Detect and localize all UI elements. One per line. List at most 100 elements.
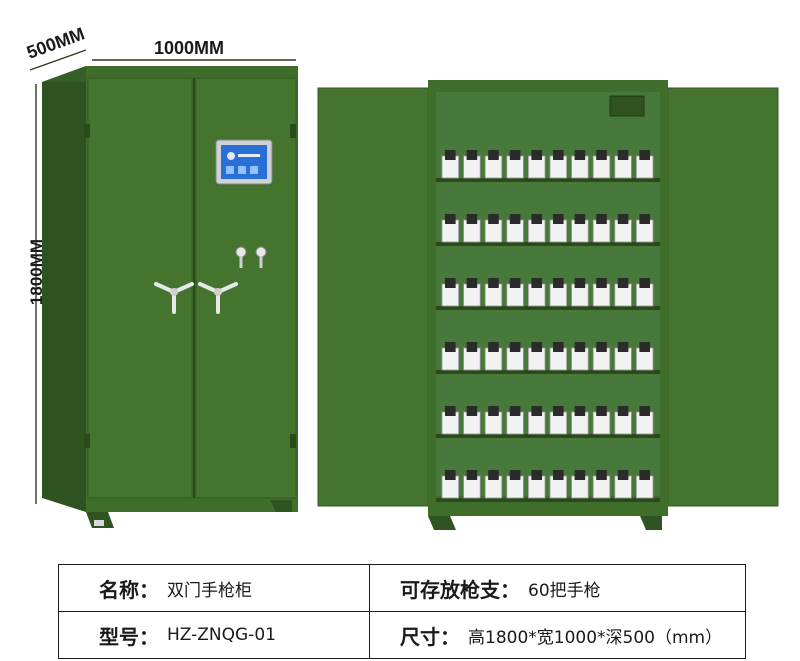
interior-control-box: [609, 95, 645, 117]
pistol-grip: [596, 406, 607, 416]
pistol-grip: [639, 406, 650, 416]
pistol-grip: [466, 342, 478, 352]
pistol-grip: [553, 214, 564, 224]
pistol-grip: [639, 150, 650, 160]
pistol-grip: [574, 342, 586, 352]
spec-cell-capacity: 可存放枪支： 60把手枪: [369, 564, 746, 612]
screen-text-line: [238, 154, 260, 157]
pistol-grip: [509, 342, 521, 352]
pistol-grip: [466, 150, 478, 160]
shelf: [436, 306, 660, 310]
pistol-grip: [509, 406, 521, 416]
shelf: [436, 498, 660, 502]
spec-row: 型号： HZ-ZNQG-01 尺寸： 高1800*宽1000*深500（mm）: [58, 611, 746, 659]
screen-tile-2: [238, 166, 246, 174]
pistol-grip: [445, 150, 456, 160]
pistol-grip: [617, 214, 629, 224]
pistol-grip: [531, 214, 542, 224]
pistol-grip: [445, 342, 456, 352]
pistol-grip: [531, 278, 542, 288]
open-cabinet-foot-left: [428, 516, 456, 530]
pistol-grip: [531, 470, 542, 480]
pistol-grip: [639, 278, 650, 288]
left-door: [87, 77, 193, 499]
open-cabinet: [317, 80, 779, 530]
hinge-top-right: [290, 124, 296, 138]
pistol-grip: [617, 342, 629, 352]
open-right-door: [667, 87, 779, 507]
model-value: HZ-ZNQG-01: [167, 625, 276, 645]
spec-row: 名称： 双门手枪柜 可存放枪支： 60把手枪: [58, 564, 746, 612]
cabinet-artwork: [29, 49, 779, 530]
three-spoke-handle-icon: [154, 282, 194, 314]
shelf: [436, 178, 660, 182]
pistol-grip: [574, 214, 586, 224]
pistol-grip: [596, 278, 607, 288]
spec-table: 名称： 双门手枪柜 可存放枪支： 60把手枪 型号： HZ-ZNQG-01 尺寸…: [58, 564, 746, 659]
closed-cabinet: [42, 66, 298, 528]
key-icon: [235, 246, 247, 268]
screen-tile-3: [250, 166, 258, 174]
pistol-grip: [553, 150, 564, 160]
pistol-grip: [639, 342, 650, 352]
pistol-grip: [553, 406, 564, 416]
size-value: 高1800*宽1000*深500（mm）: [468, 627, 723, 648]
pistol-grip: [639, 470, 650, 480]
pistol-grip: [445, 406, 456, 416]
pistol-grip: [617, 470, 629, 480]
pistol-grip: [639, 214, 650, 224]
pistol-grip: [531, 150, 542, 160]
pistol-grip: [617, 406, 629, 416]
hinge-bottom-right: [290, 434, 296, 448]
pistol-grip: [488, 406, 499, 416]
pistol-grip: [488, 214, 499, 224]
pistol-grip: [617, 278, 629, 288]
shelf: [436, 370, 660, 374]
pistol-grip: [617, 150, 629, 160]
pistol-grip: [596, 150, 607, 160]
cabinet-foot-right: [270, 500, 292, 512]
spec-cell-name: 名称： 双门手枪柜: [58, 564, 370, 612]
pistol-grip: [509, 214, 521, 224]
pistol-grip: [466, 278, 478, 288]
pistol-grip: [553, 342, 564, 352]
three-spoke-handle-icon: [198, 282, 238, 314]
depth-dimension-line: [29, 49, 87, 71]
spec-cell-model: 型号： HZ-ZNQG-01: [58, 611, 370, 659]
capacity-value: 60把手枪: [528, 580, 601, 601]
shelf-group: [436, 150, 660, 502]
pistol-grip: [574, 470, 586, 480]
pistol-grip: [466, 406, 478, 416]
pistol-grip: [553, 278, 564, 288]
foot-pad: [94, 520, 104, 526]
hinge-bottom: [84, 434, 90, 448]
pistol-grip: [488, 342, 499, 352]
pistol-grip: [445, 278, 456, 288]
pistol-grip: [466, 214, 478, 224]
shelf: [436, 434, 660, 438]
height-dimension-label: 1800MM: [27, 238, 47, 306]
key-icon: [255, 246, 267, 268]
capacity-label: 可存放枪支：: [400, 577, 520, 602]
product-illustration: 1000MM 500MM 1800MM: [24, 23, 779, 530]
cabinet-side-panel: [42, 66, 86, 512]
pistol-grip: [445, 214, 456, 224]
hinge-top: [84, 124, 90, 138]
pistol-grip: [596, 470, 607, 480]
pistol-grip: [488, 278, 499, 288]
name-value: 双门手枪柜: [167, 580, 252, 601]
size-label: 尺寸：: [400, 624, 460, 649]
pistol-grip: [574, 406, 586, 416]
open-left-door: [317, 87, 429, 507]
pistol-grip: [596, 342, 607, 352]
pistol-grip: [553, 470, 564, 480]
pistol-grip: [574, 150, 586, 160]
pistol-grip: [509, 150, 521, 160]
name-label: 名称：: [99, 577, 159, 602]
pistol-grip: [574, 278, 586, 288]
pistol-grip: [509, 278, 521, 288]
pistol-grip: [596, 214, 607, 224]
dimension-lines: [29, 49, 296, 504]
width-dimension-label: 1000MM: [154, 38, 225, 58]
spec-cell-size: 尺寸： 高1800*宽1000*深500（mm）: [369, 611, 746, 659]
